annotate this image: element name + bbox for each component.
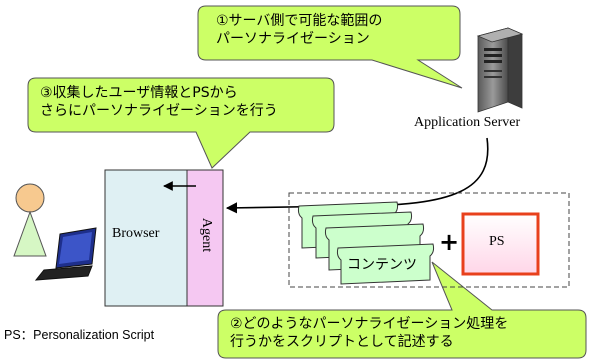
callout-browser-line1: ③収集したユーザ情報とPSから bbox=[40, 85, 238, 101]
browser-label: Browser bbox=[112, 226, 160, 241]
callout-server: ①サーバ側で可能な範囲の パーソナライゼーション bbox=[216, 12, 382, 48]
browser-window bbox=[104, 169, 188, 307]
delivered-package-frame bbox=[288, 192, 570, 288]
callout-server-shape bbox=[197, 5, 463, 89]
agent-panel bbox=[186, 169, 224, 307]
callout-script-line2: 行うかをスクリプトとして記述する bbox=[230, 334, 454, 350]
ps-label: PS bbox=[489, 234, 505, 249]
laptop-icon bbox=[34, 227, 97, 281]
content-stack bbox=[297, 201, 435, 285]
callout-browser-shape bbox=[27, 77, 335, 169]
callout-server-line1: ①サーバ側で可能な範囲の bbox=[216, 13, 383, 29]
footnote: PS：Personalization Script bbox=[4, 328, 155, 342]
callout-browser: ③収集したユーザ情報とPSから さらにパーソナライゼーションを行う bbox=[40, 84, 278, 120]
callout-script-line1: ②どのようなパーソナライゼーション処理を bbox=[230, 316, 509, 332]
plus-sign: + bbox=[439, 228, 460, 256]
ps-box bbox=[461, 212, 540, 276]
user-figure bbox=[13, 183, 47, 257]
server-icon bbox=[476, 27, 524, 113]
agent-label: Agent bbox=[199, 217, 214, 253]
callout-script: ②どのようなパーソナライゼーション処理を 行うかをスクリプトとして記述する bbox=[230, 315, 508, 351]
delivery-arrow bbox=[225, 137, 489, 214]
app-server-label: Application Server bbox=[414, 115, 521, 130]
callout-browser-line2: さらにパーソナライゼーションを行う bbox=[40, 103, 278, 119]
callout-script-shape bbox=[217, 261, 587, 359]
contents-label: コンテンツ bbox=[347, 257, 417, 273]
callout-server-line2: パーソナライゼーション bbox=[216, 31, 370, 47]
